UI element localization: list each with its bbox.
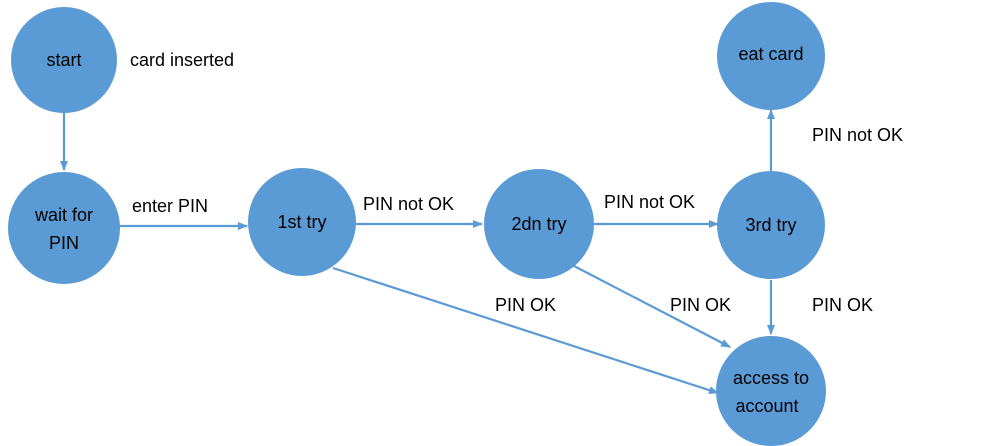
node-third-try-label: 3rd try: [745, 215, 796, 235]
node-wait-for-pin-label-line-1: wait for: [34, 205, 93, 225]
edge-label-third-pin-not-ok: PIN not OK: [812, 125, 903, 145]
edge-labels: card inserted enter PIN PIN not OK PIN n…: [130, 50, 903, 315]
node-wait-for-pin: wait for PIN: [8, 172, 120, 284]
edge-label-second-pin-not-ok: PIN not OK: [604, 192, 695, 212]
node-access-to-account-label-line-1: access to: [733, 368, 809, 388]
edge-second-try-to-access: [573, 265, 731, 348]
edge-label-second-pin-ok: PIN OK: [670, 295, 731, 315]
node-access-to-account: access to account: [716, 336, 826, 446]
node-first-try-circle: [248, 168, 356, 276]
node-access-to-account-circle: [716, 336, 826, 446]
node-third-try: 3rd try: [717, 171, 825, 279]
node-access-to-account-label-line-2: account: [735, 396, 798, 416]
edges: [60, 109, 775, 395]
node-start: start: [11, 7, 117, 113]
edge-label-first-pin-not-ok: PIN not OK: [363, 194, 454, 214]
node-second-try: 2dn try: [484, 169, 594, 279]
edge-first-try-to-access: [332, 266, 719, 395]
node-start-label: start: [46, 50, 81, 70]
node-eat-card: eat card: [717, 2, 825, 110]
node-eat-card-circle: [717, 2, 825, 110]
node-start-circle: [11, 7, 117, 113]
node-wait-for-pin-circle: [8, 172, 120, 284]
edge-label-enter-pin: enter PIN: [132, 196, 208, 216]
edge-label-third-pin-ok: PIN OK: [812, 295, 873, 315]
node-second-try-label: 2dn try: [511, 214, 566, 234]
edge-label-first-pin-ok: PIN OK: [495, 295, 556, 315]
node-eat-card-label: eat card: [738, 44, 803, 64]
edge-label-card-inserted: card inserted: [130, 50, 234, 70]
node-third-try-circle: [717, 171, 825, 279]
node-wait-for-pin-label-line-2: PIN: [49, 233, 79, 253]
node-first-try-label: 1st try: [277, 212, 326, 232]
node-first-try: 1st try: [248, 168, 356, 276]
node-second-try-circle: [484, 169, 594, 279]
